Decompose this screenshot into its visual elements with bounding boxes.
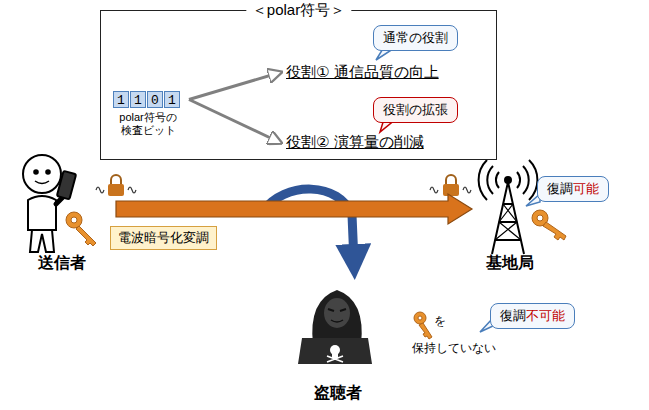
role-label: 役割① 通信品質の向上 (286, 63, 439, 80)
note-label: を (434, 313, 446, 330)
key-icon (66, 212, 96, 246)
signal-arrow (116, 194, 472, 224)
role-label: 役割② 演算量の削減 (286, 133, 424, 150)
key-icon (532, 210, 566, 240)
tower-figure (479, 160, 538, 254)
modulation-label-box: 電波暗号化変調 (110, 226, 217, 250)
group-title: ＜polar符号＞ (246, 1, 351, 20)
figure-label: 基地局 (468, 253, 552, 274)
callout-text: 役割の拡張 (383, 102, 448, 117)
figure-label: 盗聴者 (290, 383, 385, 404)
callout-text: 復調 (547, 181, 573, 196)
check-bit: 1 (113, 91, 129, 108)
speech-callout: 復調不可能 (490, 303, 575, 329)
eavesdropper-node: 盗聴者 (290, 282, 385, 404)
callout-text: 可能 (573, 181, 599, 196)
bit-row: 1101 (113, 91, 183, 108)
speech-callout: 通常の役割 (373, 25, 458, 51)
callout-text: 通常の役割 (383, 30, 448, 45)
check-bit: 1 (130, 91, 146, 108)
bit-array: 1101polar符号の 検査ビット (113, 91, 183, 137)
eavesdropper-figure (298, 290, 372, 364)
speech-callout: 役割の拡張 (373, 97, 458, 123)
sender-node: 送信者 (12, 150, 112, 274)
role-text: 役割① 通信品質の向上 (286, 63, 439, 82)
check-bit: 1 (164, 91, 180, 108)
sender-figure (23, 155, 76, 252)
role-text: 役割② 演算量の削減 (286, 133, 424, 152)
role-arrow (189, 73, 280, 100)
figure-label: 送信者 (12, 253, 112, 274)
role-arrow (189, 100, 280, 143)
key-icon (414, 312, 432, 339)
note-label: 保持していない (412, 340, 496, 357)
intercept-arrow (262, 189, 354, 262)
callout-text: 復調 (500, 308, 526, 323)
lock-icon (430, 175, 471, 196)
callout-text: 不可能 (526, 308, 565, 323)
modulation-label: 電波暗号化変調 (118, 230, 209, 245)
lock-icon (96, 175, 136, 196)
group-frame: ＜polar符号＞1101polar符号の 検査ビット役割① 通信品質の向上役割… (100, 10, 497, 160)
speech-callout: 復調可能 (537, 176, 609, 202)
check-bit: 0 (147, 91, 163, 108)
bit-caption: polar符号の 検査ビット (113, 111, 183, 137)
